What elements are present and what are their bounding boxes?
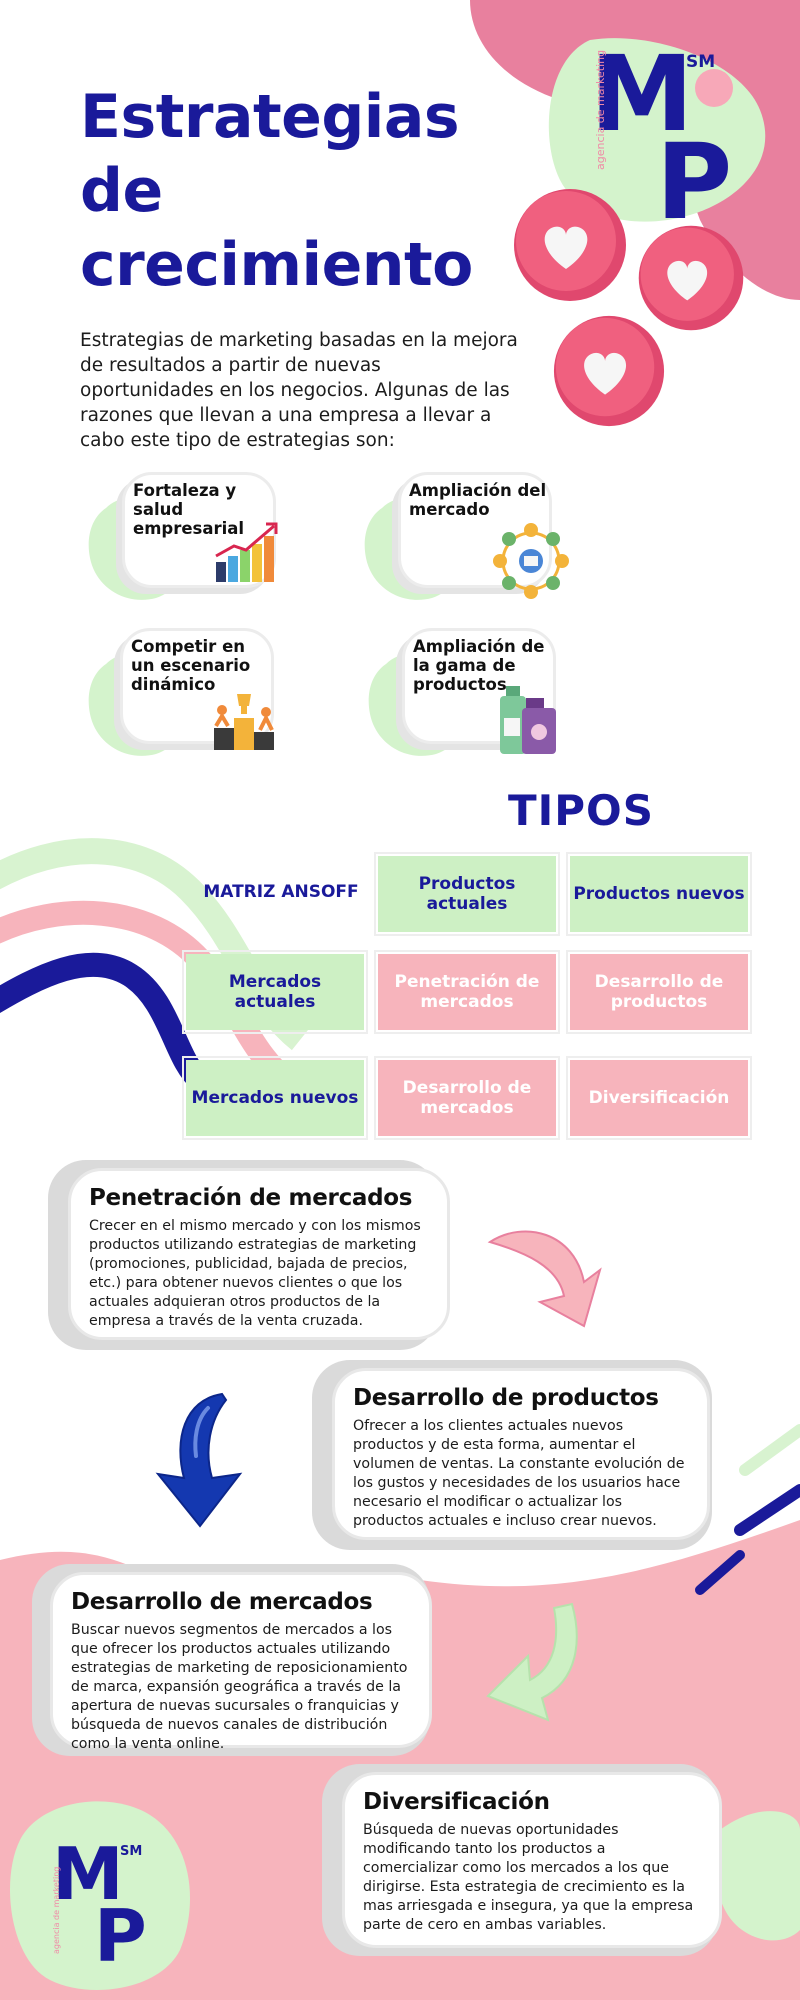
- strategy-card: Diversificación Búsqueda de nuevas oport…: [342, 1772, 722, 1948]
- strategy-text: Ofrecer a los clientes actuales nuevos p…: [353, 1418, 685, 1529]
- heart-icon: [553, 315, 665, 427]
- column-label: Productos actuales: [418, 874, 516, 914]
- reason-label: Ampliación de la gama de productos: [413, 637, 545, 694]
- cell-label: Desarrollo de productos: [594, 972, 724, 1012]
- matrix-cell: Desarrollo de productos: [566, 950, 752, 1034]
- matrix-column-header: Productos actuales: [374, 852, 560, 936]
- logo-top: M SM P agencia de marketing: [590, 42, 740, 234]
- row-label: Mercados nuevos: [191, 1088, 359, 1108]
- intro-text: Estrategias de marketing basadas en la m…: [80, 330, 518, 451]
- logo-letter-m: M: [52, 1832, 124, 1916]
- strategy-title: Penetración de mercados: [89, 1185, 413, 1211]
- logo-letter-m: M: [590, 33, 694, 155]
- strategy-text: Crecer en el mismo mercado y con los mis…: [89, 1218, 421, 1329]
- title-line-2: de: [80, 156, 163, 226]
- growth-chart-icon: [215, 522, 278, 582]
- cell-label: Desarrollo de mercados: [402, 1078, 532, 1118]
- matrix-row-header: Mercados nuevos: [182, 1056, 368, 1140]
- logo-mark-sm: SM: [686, 52, 716, 72]
- strategy-text: Buscar nuevos segmentos de mercados a lo…: [71, 1622, 408, 1752]
- curved-arrow-icon: [155, 1392, 243, 1528]
- strategy-title: Desarrollo de mercados: [71, 1589, 373, 1615]
- product-bottles-icon: [500, 686, 556, 754]
- logo-vertical-text: agencia de marketing: [52, 1866, 61, 1954]
- strategy-text: Búsqueda de nuevas oportunidades modific…: [363, 1822, 694, 1933]
- reason-label: Fortaleza y salud empresarial: [133, 481, 245, 538]
- heart-icon: [514, 189, 626, 301]
- cell-label: Diversificación: [588, 1088, 730, 1108]
- matrix-row-header: Mercados actuales: [182, 950, 368, 1034]
- matrix-cell: Desarrollo de mercados: [374, 1056, 560, 1140]
- strategy-title: Diversificación: [363, 1789, 550, 1815]
- curved-arrow-icon: [487, 1230, 602, 1328]
- logo-letter-p: P: [656, 121, 733, 243]
- reason-card: Ampliación de la gama de productos: [366, 626, 586, 766]
- strategy-card: Penetración de mercados Crecer en el mis…: [68, 1168, 450, 1340]
- matrix-label: MATRIZ ANSOFF: [203, 882, 359, 902]
- strategy-card: Desarrollo de productos Ofrecer a los cl…: [332, 1368, 710, 1540]
- tipos-heading: TIPOS: [508, 786, 655, 835]
- curved-arrow-icon: [486, 1602, 578, 1722]
- podium-trophy-icon: [214, 694, 274, 750]
- logo-mark-sm: SM: [120, 1844, 143, 1859]
- matrix-cell: Penetración de mercados: [374, 950, 560, 1034]
- cell-label: Penetración de mercados: [394, 972, 540, 1012]
- logo-vertical-text: agencia de marketing: [594, 49, 607, 170]
- reason-card: Competir en un escenario dinámico: [86, 626, 286, 766]
- matrix-cell: Diversificación: [566, 1056, 752, 1140]
- strategy-title: Desarrollo de productos: [353, 1385, 659, 1411]
- title-line-3: crecimiento: [80, 230, 473, 300]
- reason-card: Ampliación del mercado: [362, 470, 582, 610]
- row-label: Mercados actuales: [228, 972, 322, 1012]
- reason-card: Fortaleza y salud empresarial: [86, 470, 286, 610]
- title-line-1: Estrategias: [80, 82, 460, 152]
- reason-label: Ampliación del mercado: [409, 481, 547, 519]
- logo-dot-icon: [695, 69, 733, 107]
- column-label: Productos nuevos: [573, 884, 745, 904]
- matrix-column-header: Productos nuevos: [566, 852, 752, 936]
- heart-icon: [638, 225, 744, 331]
- reason-label: Competir en un escenario dinámico: [131, 637, 251, 694]
- strategy-card: Desarrollo de mercados Buscar nuevos seg…: [50, 1572, 432, 1752]
- reason-box: Fortaleza y salud empresarial: [122, 472, 276, 588]
- page-title: Estrategias de crecimiento: [80, 80, 540, 302]
- logo-bottom: M SM P agencia de marketing: [52, 1838, 162, 1978]
- logo-letter-p: P: [94, 1894, 147, 1978]
- audience-network-icon: [493, 523, 569, 599]
